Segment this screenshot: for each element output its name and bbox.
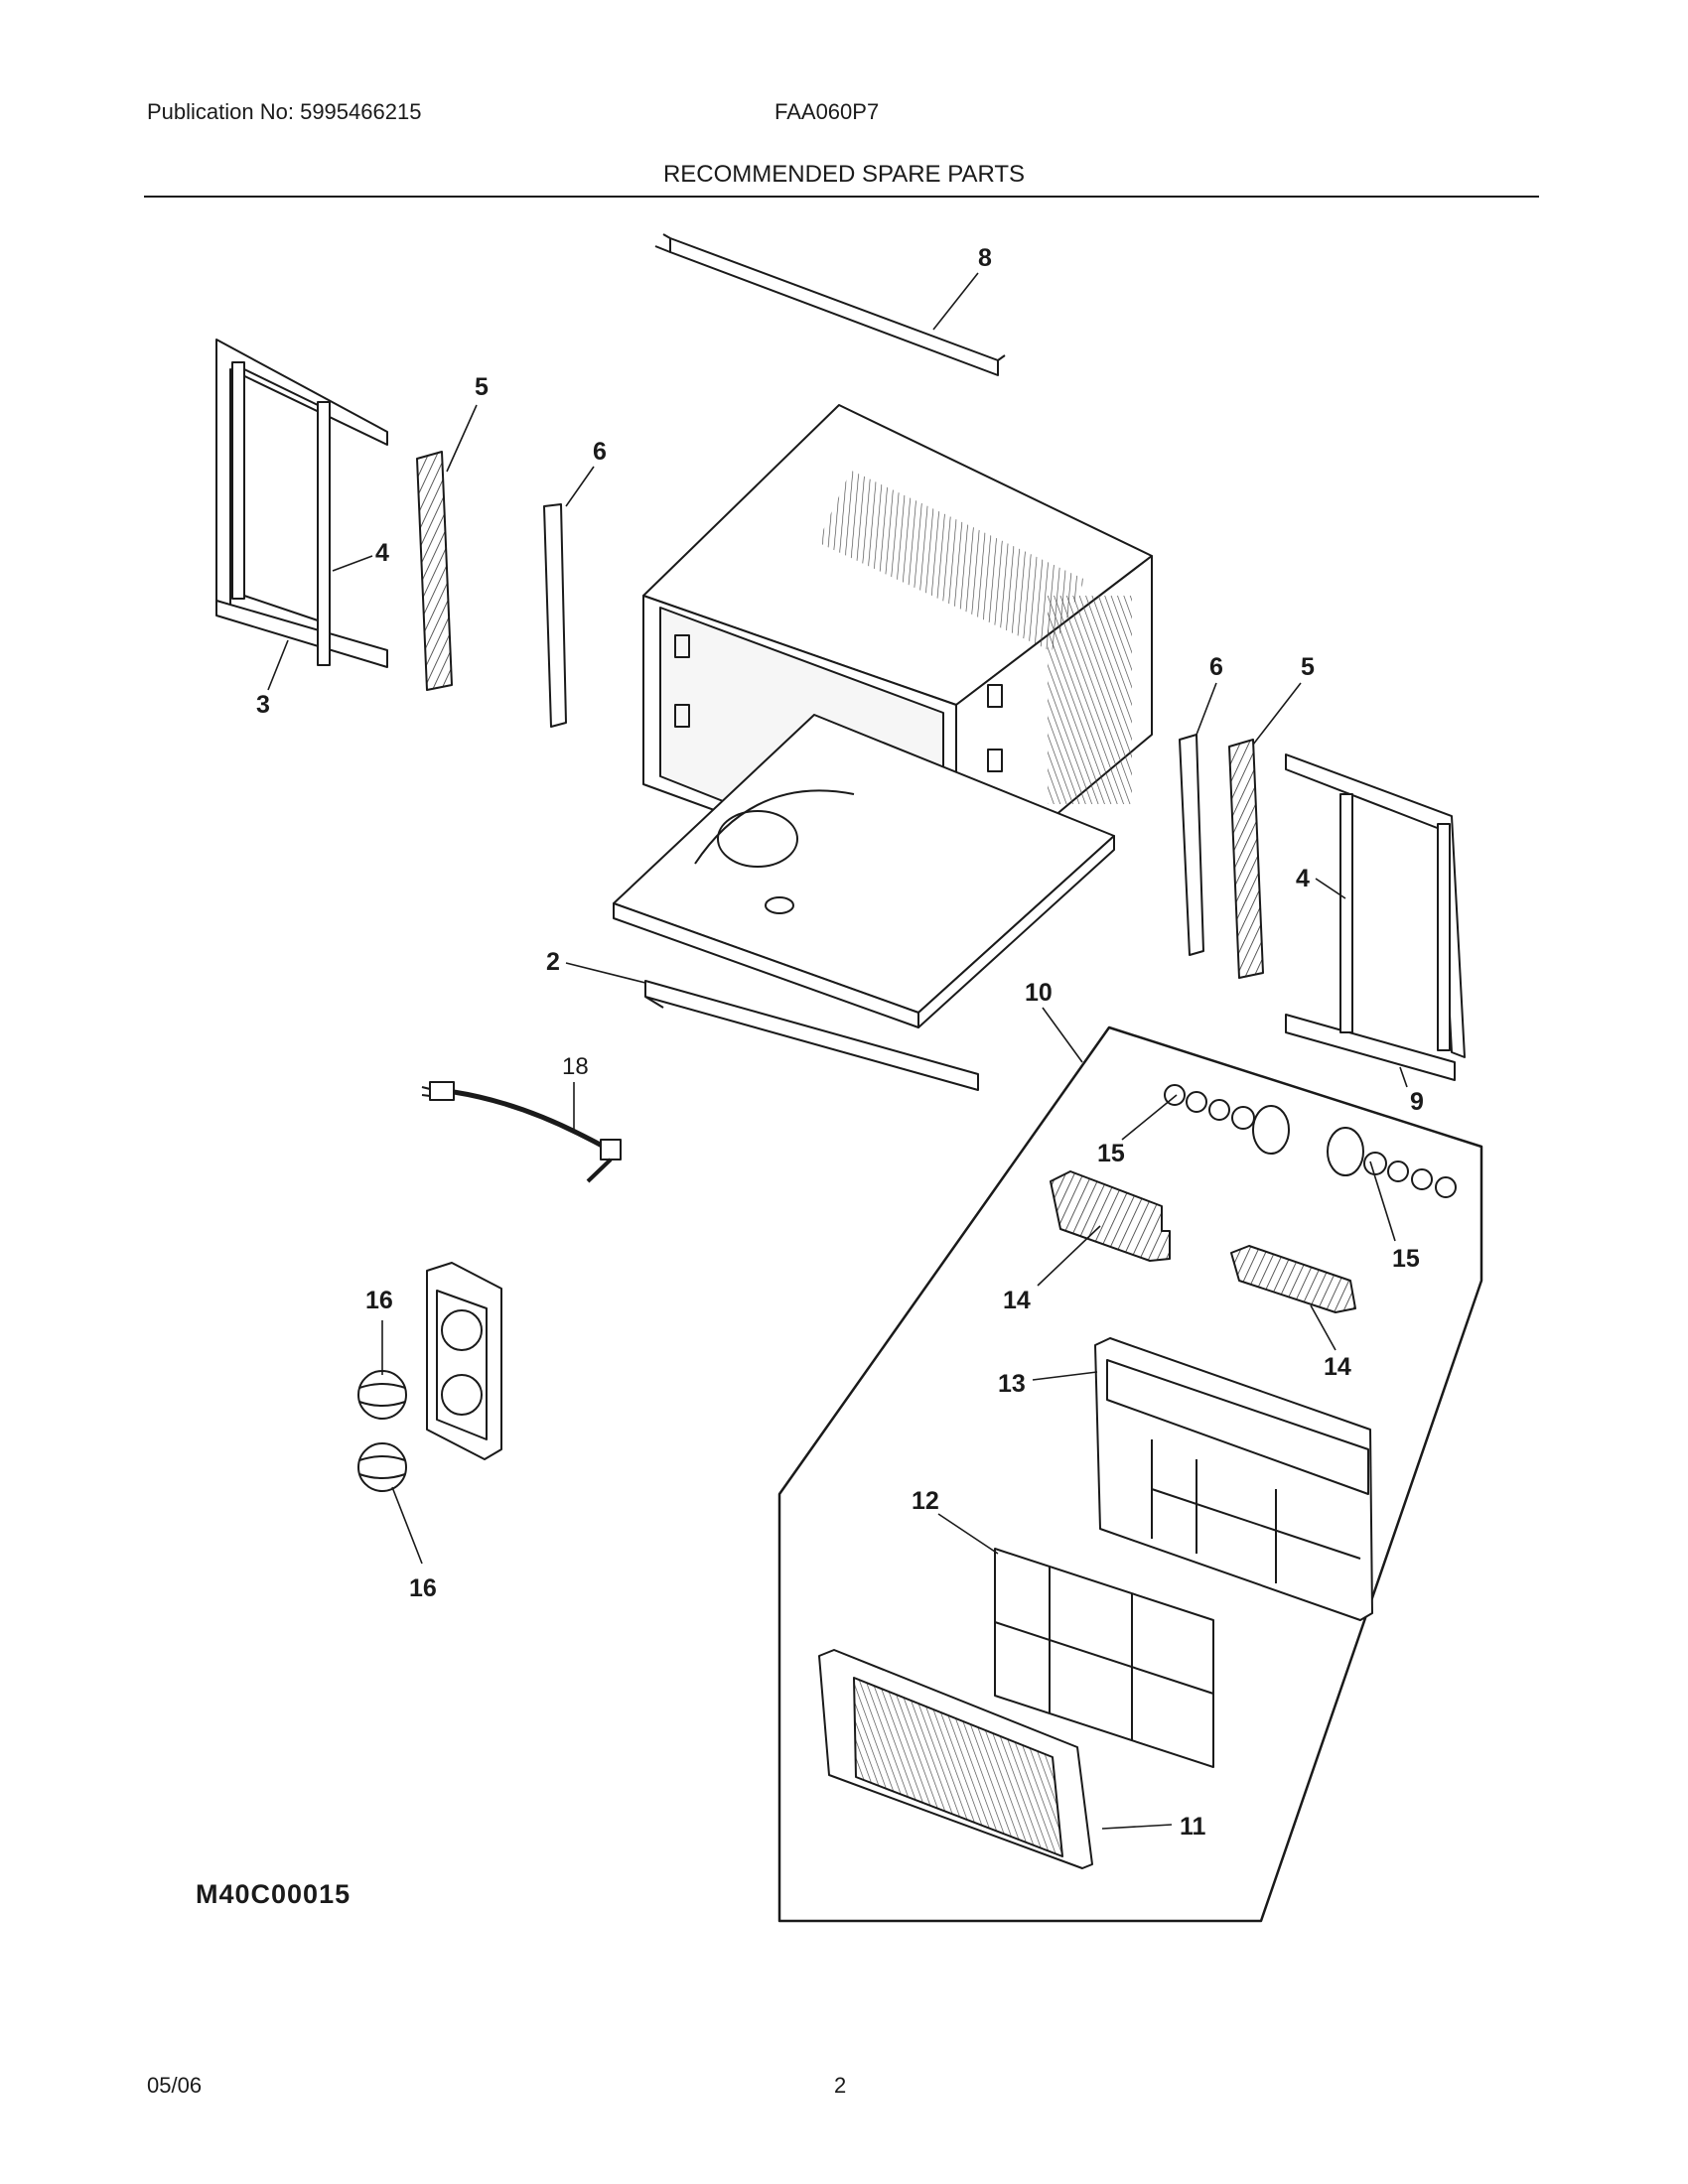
part-louver-set-right xyxy=(1327,1127,1457,1198)
part-louver-block-left xyxy=(1050,1170,1171,1262)
callout-4-right: 4 xyxy=(1296,865,1310,892)
part-bottom-rail xyxy=(644,980,979,1091)
callout-14-left: 14 xyxy=(1003,1287,1031,1314)
part-left-curtain-frame xyxy=(215,339,388,668)
callout-10: 10 xyxy=(1025,979,1053,1007)
part-front-kit-outline xyxy=(777,1025,1483,1923)
part-knob-lower xyxy=(357,1442,407,1492)
callout-5-right: 5 xyxy=(1301,653,1315,681)
part-louver-block-right xyxy=(1230,1245,1356,1313)
diagram-code: M40C00015 xyxy=(196,1879,352,1909)
part-air-filter xyxy=(994,1548,1214,1768)
part-right-gasket-strip xyxy=(1179,734,1204,956)
callout-6-right: 6 xyxy=(1209,653,1223,681)
callout-4-left: 4 xyxy=(375,539,389,567)
part-left-foam-seal xyxy=(416,451,453,691)
part-louver-set-left xyxy=(1164,1084,1290,1155)
callout-15-right: 15 xyxy=(1392,1245,1420,1273)
part-top-rail xyxy=(654,233,1006,376)
model-number: FAA060P7 xyxy=(774,99,880,124)
part-knob-upper xyxy=(357,1370,407,1420)
callout-14-right: 14 xyxy=(1324,1353,1351,1381)
callout-15-left: 15 xyxy=(1097,1140,1125,1167)
part-right-foam-seal xyxy=(1228,739,1264,979)
publication-number: Publication No: 5995466215 xyxy=(147,99,422,124)
part-power-cord xyxy=(421,1081,622,1183)
callout-9: 9 xyxy=(1410,1088,1424,1116)
publication-date: 05/06 xyxy=(147,2073,203,2098)
part-left-gasket-strip xyxy=(543,503,567,728)
part-control-bezel xyxy=(426,1262,502,1460)
header-divider xyxy=(144,196,1539,198)
part-front-grille-frame xyxy=(1094,1337,1373,1621)
leader-lines xyxy=(267,272,1408,1830)
callout-13: 13 xyxy=(998,1370,1026,1398)
callout-12: 12 xyxy=(912,1487,939,1515)
callout-6-left: 6 xyxy=(593,438,607,466)
callout-3: 3 xyxy=(256,691,270,719)
callout-18: 18 xyxy=(562,1053,589,1080)
part-front-panel xyxy=(818,1649,1093,1869)
callout-11: 11 xyxy=(1180,1813,1206,1841)
callout-16-lower: 16 xyxy=(409,1574,437,1602)
callout-5-left: 5 xyxy=(475,373,489,401)
part-right-curtain-frame xyxy=(1285,753,1466,1081)
callout-2: 2 xyxy=(546,948,560,976)
page-title: RECOMMENDED SPARE PARTS xyxy=(662,161,1026,188)
page-number: 2 xyxy=(834,2073,847,2098)
part-base-pan xyxy=(613,714,1115,1028)
callout-8: 8 xyxy=(978,244,992,272)
callout-16-upper: 16 xyxy=(365,1287,393,1314)
